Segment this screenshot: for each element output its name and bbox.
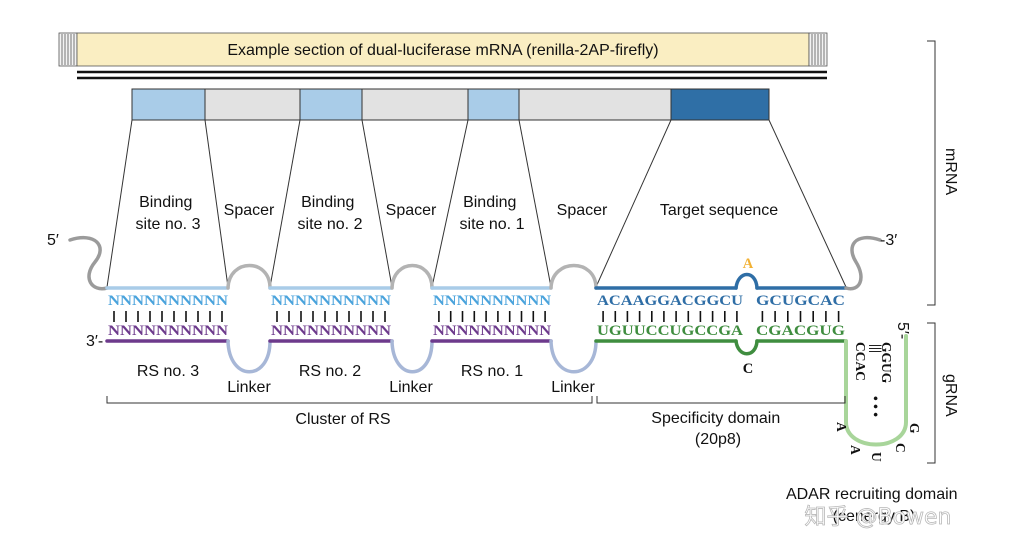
block-spacer-b — [361, 88, 469, 121]
binding-top-3: NNNNNNNNNN — [108, 293, 229, 309]
hairpin-loop-c: C — [893, 443, 908, 453]
label-adar-domain: ADAR recruiting domain (cenergy B) — [786, 486, 962, 525]
label-linker-a: Linker — [227, 379, 271, 396]
expansion-lines — [106, 119, 847, 288]
label-linker-b: Linker — [389, 379, 433, 396]
mrna-5-end: 5′ — [47, 232, 59, 249]
adar-hairpin — [844, 334, 908, 447]
hairpin-loop-g: G — [907, 423, 922, 434]
bracket-mrna — [927, 40, 936, 306]
hairpin-loop-a1: A — [834, 422, 849, 432]
hairpin-left-seq: CCAC — [853, 342, 868, 381]
mrna-block-bar — [131, 88, 770, 121]
binding-bottom-3: NNNNNNNNNN — [108, 323, 229, 339]
base-pair-ticks — [113, 311, 840, 322]
target-bottom-right: CGACGUG — [756, 323, 845, 339]
title-banner: Example section of dual-luciferase mRNA … — [58, 32, 828, 80]
block-binding-3 — [131, 88, 206, 121]
bracket-grna — [927, 322, 936, 464]
mismatch-base: C — [743, 361, 753, 377]
side-label-grna: gRNA — [942, 374, 959, 417]
label-spacer-a: Spacer — [224, 202, 275, 219]
target-top-right: GCUGCAC — [756, 293, 845, 309]
mrna-3-tail — [844, 236, 882, 291]
bracket-specificity — [596, 396, 846, 404]
binding-top-1: NNNNNNNNNN — [433, 293, 552, 309]
mrna-3-end: -3′ — [880, 232, 897, 249]
bracket-cluster — [106, 396, 593, 404]
label-spacer-b: Spacer — [386, 202, 437, 219]
block-binding-2 — [299, 88, 363, 121]
hairpin-loop-u: U — [869, 452, 884, 462]
label-binding-site-1: Binding site no. 1 — [460, 194, 525, 233]
hairpin-pairs: ||| — [869, 344, 884, 353]
grna-strand — [105, 334, 908, 447]
label-rs-1: RS no. 1 — [461, 363, 523, 380]
side-label-mrna: mRNA — [942, 148, 959, 195]
block-binding-1 — [467, 88, 520, 121]
hairpin-loop-a2: A — [848, 445, 863, 455]
label-spacer-c: Spacer — [557, 202, 608, 219]
label-binding-site-3: Binding site no. 3 — [136, 194, 201, 233]
target-top-left: ACAAGGACGGCU — [597, 293, 744, 309]
mrna-5-tail — [68, 235, 109, 291]
block-spacer-c — [518, 88, 672, 121]
binding-top-2: NNNNNNNNNN — [271, 293, 392, 309]
grna-5-end: 5′- — [894, 322, 911, 339]
block-spacer-a — [204, 88, 301, 121]
hairpin-labels: 5′- GGUG ||| CCAC • • • A A U C G — [834, 322, 922, 462]
binding-bottom-1: NNNNNNNNNN — [433, 323, 552, 339]
hairpin-right-seq: GGUG — [879, 342, 894, 384]
mrna-strand — [68, 235, 882, 291]
binding-bottom-2: NNNNNNNNNN — [271, 323, 392, 339]
watermark: 知乎 @Bowen — [804, 505, 951, 530]
group-brackets — [106, 40, 936, 464]
target-bottom-left: UGUUCCUGCCGA — [597, 323, 744, 339]
label-specificity-domain: Specificity domain (20p8) — [651, 410, 784, 448]
label-cluster-of-rs: Cluster of RS — [295, 411, 390, 428]
label-linker-c: Linker — [551, 379, 595, 396]
banner-title: Example section of dual-luciferase mRNA … — [227, 42, 658, 59]
edited-base: A — [743, 256, 754, 272]
label-target-sequence: Target sequence — [660, 202, 778, 219]
block-target — [670, 88, 770, 121]
grna-3-end: 3′- — [86, 333, 103, 350]
label-binding-site-2: Binding site no. 2 — [298, 194, 363, 233]
label-rs-2: RS no. 2 — [299, 363, 361, 380]
hairpin-dots: • • • — [868, 396, 883, 417]
label-rs-3: RS no. 3 — [137, 363, 199, 380]
